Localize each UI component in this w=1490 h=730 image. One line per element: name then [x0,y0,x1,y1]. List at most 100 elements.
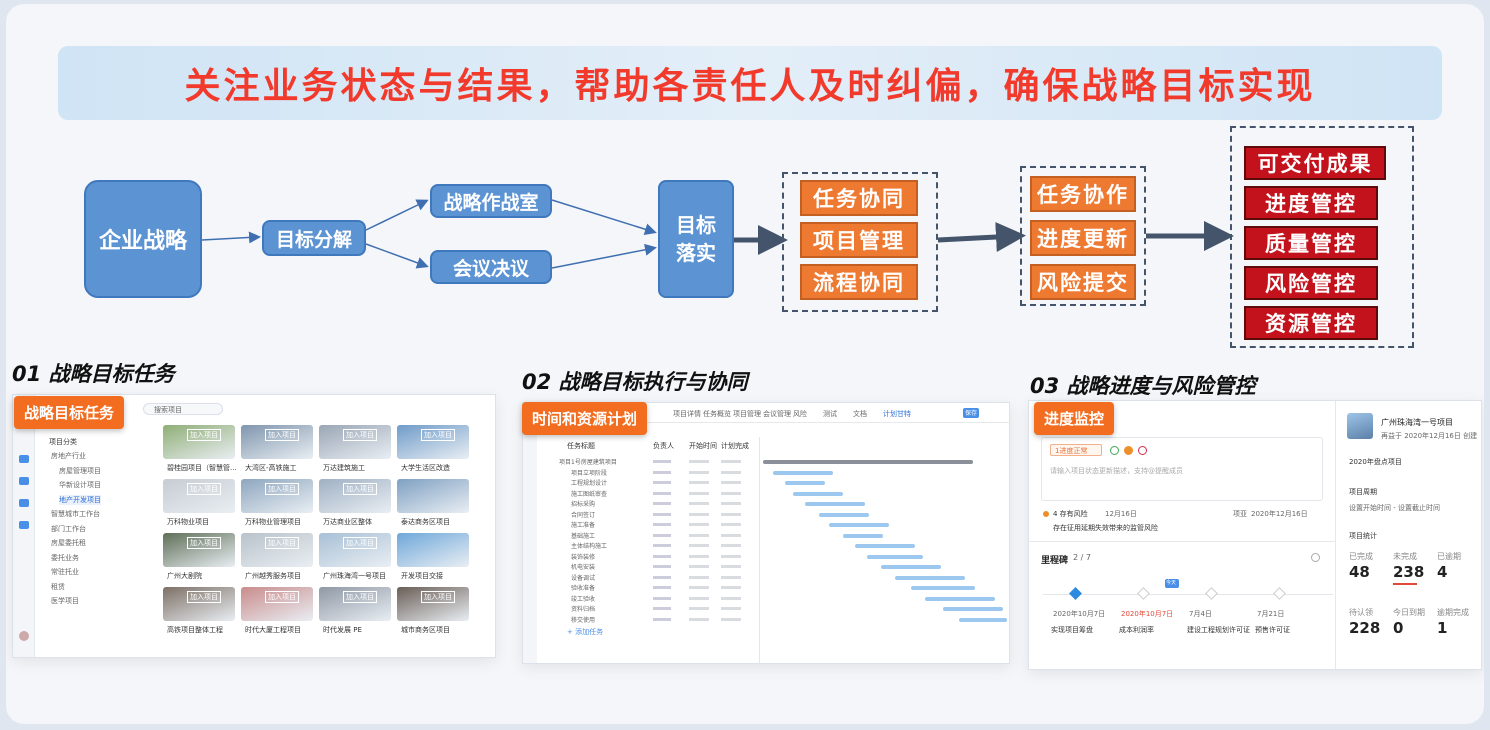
add-milestone-icon[interactable] [1311,553,1320,562]
start-cell [689,544,709,547]
gantt-tab[interactable]: 测试 [823,410,837,418]
tree-item[interactable]: 常驻托业 [51,568,79,576]
gantt-bar [943,607,1003,611]
gantt-bar [855,544,915,548]
calendar-icon[interactable] [19,499,29,507]
project-caption: 大学生活区改造 [401,464,450,472]
gantt-sidebar [523,423,537,663]
assignee-cell [653,586,671,589]
task-row[interactable]: 移交使用 [571,616,596,624]
gantt-tab[interactable]: 风险 [793,410,807,418]
task-row[interactable]: 验收准备 [571,585,596,592]
end-cell [721,565,741,568]
status-red-dot[interactable] [1138,446,1147,455]
end-cell [721,533,741,537]
stat-value: 238 [1393,563,1425,581]
node-decompose: 目标分解 [262,220,366,256]
join-project-label: 加入项目 [343,537,377,549]
project-thumbnail[interactable] [397,425,469,459]
task-row[interactable]: 机电安装 [571,564,596,571]
task-row[interactable]: 工程规划设计 [571,480,608,487]
node-meeting: 会议决议 [430,250,552,284]
gantt-tab[interactable]: 计划甘特 [883,410,911,418]
milestone-date: 2020年10月7日 [1053,610,1106,618]
save-button[interactable]: 保存 [963,408,979,418]
gantt-tab[interactable]: 任务概览 [703,410,731,418]
start-cell [689,470,709,474]
end-cell [721,575,741,579]
task-row[interactable]: 主体结构施工 [571,543,608,550]
project-thumbnail[interactable] [241,587,313,621]
milestone-name[interactable]: 建设工程规划许可证 [1187,626,1250,634]
status-orange-dot[interactable] [1124,446,1133,455]
project-caption: 广州越秀服务项目 [245,572,301,580]
tree-item[interactable]: 地产开发项目 [59,494,101,505]
avatar[interactable] [19,631,29,641]
node-warroom: 战略作战室 [430,184,552,218]
milestone-name[interactable]: 实现项目筹盘 [1051,626,1093,634]
task-row[interactable]: 合同签订 [571,511,596,519]
join-project-label: 加入项目 [265,537,299,549]
task-row[interactable]: 装饰装修 [571,553,596,561]
project-caption: 万达建筑施工 [323,464,365,472]
task-row[interactable]: 基础施工 [571,532,596,540]
task-row[interactable]: 竣工验收 [571,595,596,603]
home-icon[interactable] [19,455,29,463]
task-row[interactable]: 项目立项阶段 [571,469,608,477]
tree-item[interactable]: 部门工作台 [51,524,86,533]
doc-icon[interactable] [19,521,29,529]
milestone-marker [1273,587,1286,600]
join-project-label: 加入项目 [265,483,299,495]
task-row[interactable]: 设备调试 [571,574,596,582]
project-thumbnail[interactable] [241,425,313,459]
project-thumbnail[interactable] [319,533,391,567]
project-thumbnail[interactable] [319,479,391,513]
gantt-tab[interactable]: 会议管理 [763,410,791,418]
milestone-name[interactable]: 预售许可证 [1255,626,1290,634]
project-thumbnail[interactable] [163,425,235,459]
join-project-label: 加入项目 [343,483,377,495]
project-thumbnail[interactable] [163,533,235,567]
milestone-marker [1069,587,1082,600]
project-thumbnail[interactable] [241,479,313,513]
milestone-marker [1137,587,1150,600]
tree-item[interactable]: 房屋管理项目 [59,466,101,475]
project-thumbnail[interactable] [397,533,469,567]
tree-item[interactable]: 租赁 [51,582,65,591]
status-select[interactable]: 1进度正常 [1050,444,1102,456]
project-thumbnail[interactable] [397,479,469,513]
tree-item[interactable]: 华新设计项目 [59,481,101,489]
assignee-cell [653,596,671,600]
milestone-name[interactable]: 成本利润率 [1119,626,1154,634]
task-row[interactable]: 资料归档 [571,606,596,613]
join-project-label: 加入项目 [187,429,221,441]
project-thumbnail[interactable] [241,533,313,567]
project-thumbnail[interactable] [319,425,391,459]
task-row[interactable]: 施工准备 [571,522,596,529]
gantt-tab[interactable]: 文档 [853,410,867,418]
risk-date: 12月16日 [1105,510,1137,518]
milestone-date: 7月4日 [1189,610,1212,618]
arrow-to-meeting [365,243,429,269]
add-task-link[interactable]: + 添加任务 [567,628,604,636]
task-row[interactable]: 施工图纸审查 [571,490,608,498]
tree-item[interactable]: 智慧城市工作台 [51,510,100,518]
project-icon[interactable] [19,477,29,485]
gantt-tab[interactable]: 项目管理 [733,410,761,418]
project-thumbnail[interactable] [319,587,391,621]
tree-item[interactable]: 房地产行业 [51,452,86,460]
tree-item[interactable]: 医学项目 [51,597,79,605]
project-thumbnail[interactable] [163,587,235,621]
project-thumbnail[interactable] [163,479,235,513]
project-thumbnail[interactable] [397,587,469,621]
search-input[interactable]: 搜索项目 [143,403,223,415]
status-update-box[interactable]: 1进度正常 请输入项目状态更新描述，支持@提醒成员 [1041,437,1323,501]
stat-value: 228 [1349,619,1381,637]
gantt-tab[interactable]: 项目详情 [673,410,701,418]
arrow-collab-progress [937,222,1026,253]
status-green-dot[interactable] [1110,446,1119,455]
task-row[interactable]: 招标采购 [571,501,596,508]
task-row[interactable]: 项目1号房屋建筑项目 [559,459,617,466]
tree-item[interactable]: 委托业务 [51,553,79,562]
tree-item[interactable]: 房屋委托租 [51,539,86,547]
